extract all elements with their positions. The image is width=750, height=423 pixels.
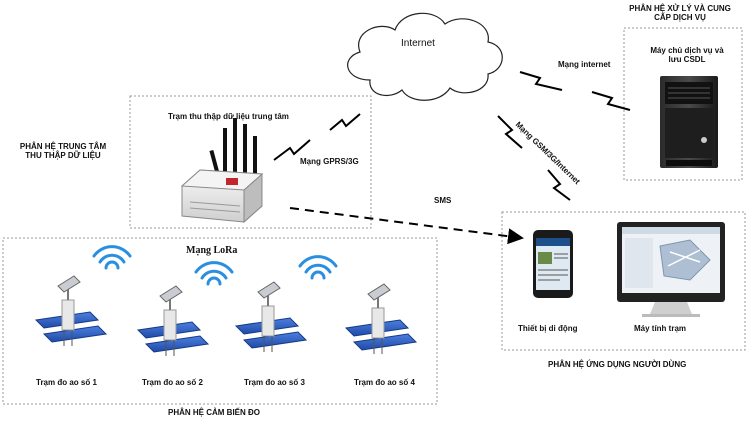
server-label-line1: Máy chủ dịch vụ và <box>650 46 724 55</box>
central-side-line1: PHÂN HỆ TRUNG TÂM <box>19 142 107 151</box>
server-tower <box>660 76 718 168</box>
wifi-icon-3 <box>298 255 338 280</box>
internet-link-label: Mạng internet <box>558 60 611 69</box>
central-station-label: Trạm thu thập dữ liệu trung tâm <box>168 112 289 121</box>
service-title-line1: PHÂN HỆ XỬ LÝ VÀ CUNG <box>629 4 731 13</box>
internet-lightning <box>519 71 563 91</box>
sms-arrow <box>289 207 524 245</box>
central-panel-side-label: PHÂN HỆ TRUNG TÂM THU THẬP DỮ LIỆU <box>4 142 122 160</box>
pc-label: Máy tính trạm <box>634 324 687 333</box>
wifi-icon-2 <box>194 261 234 286</box>
service-panel-frame <box>623 27 743 181</box>
mobile-phone <box>533 230 573 298</box>
station-label-4: Trạm đo ao số 4 <box>354 378 415 387</box>
gprs-lightning-2 <box>329 113 361 131</box>
central-side-line2: THU THẬP DỮ LIỆU <box>25 151 101 160</box>
sensor-buoy-4 <box>344 283 418 354</box>
station-label-2: Trạm đo ao số 2 <box>142 378 203 387</box>
sensor-buoy-3 <box>234 281 308 352</box>
internet-lightning-2 <box>591 91 631 111</box>
gprs-lightning <box>273 139 311 161</box>
user-panel-footer: PHÂN HỆ ỨNG DỤNG NGƯỜI DÙNG <box>548 360 687 369</box>
station-label-3: Trạm đo ao số 3 <box>244 378 305 387</box>
sensor-panel-footer: PHÂN HỆ CẢM BIẾN ĐO <box>168 408 261 417</box>
server-label-line2: lưu CSDL <box>668 55 706 64</box>
station-label-1: Trạm đo ao số 1 <box>36 378 97 387</box>
desktop-monitor <box>617 222 725 317</box>
lora-network-label: Mạng LoRa <box>186 245 238 256</box>
service-title-line2: CẤP DỊCH VỤ <box>654 13 706 22</box>
central-panel-frame <box>129 95 372 229</box>
server-label: Máy chủ dịch vụ và lưu CSDL <box>632 46 742 64</box>
internet-label: Internet <box>401 38 435 49</box>
sensor-buoy-1 <box>34 275 108 346</box>
wifi-icon-1 <box>92 245 132 270</box>
gprs-link-label: Mạng GPRS/3G <box>300 157 359 166</box>
mobile-label: Thiết bị di động <box>518 324 578 333</box>
gateway-device <box>180 118 264 224</box>
user-panel-frame <box>501 211 746 351</box>
internet-cloud <box>347 12 503 101</box>
gsm-lightning-2 <box>547 169 571 201</box>
gsm-lightning <box>497 115 523 149</box>
service-panel-title: PHÂN HỆ XỬ LÝ VÀ CUNG CẤP DỊCH VỤ <box>610 4 750 22</box>
sensor-buoy-2 <box>136 285 210 356</box>
sensor-panel-frame <box>2 237 438 405</box>
sms-link-label: SMS <box>434 196 452 205</box>
